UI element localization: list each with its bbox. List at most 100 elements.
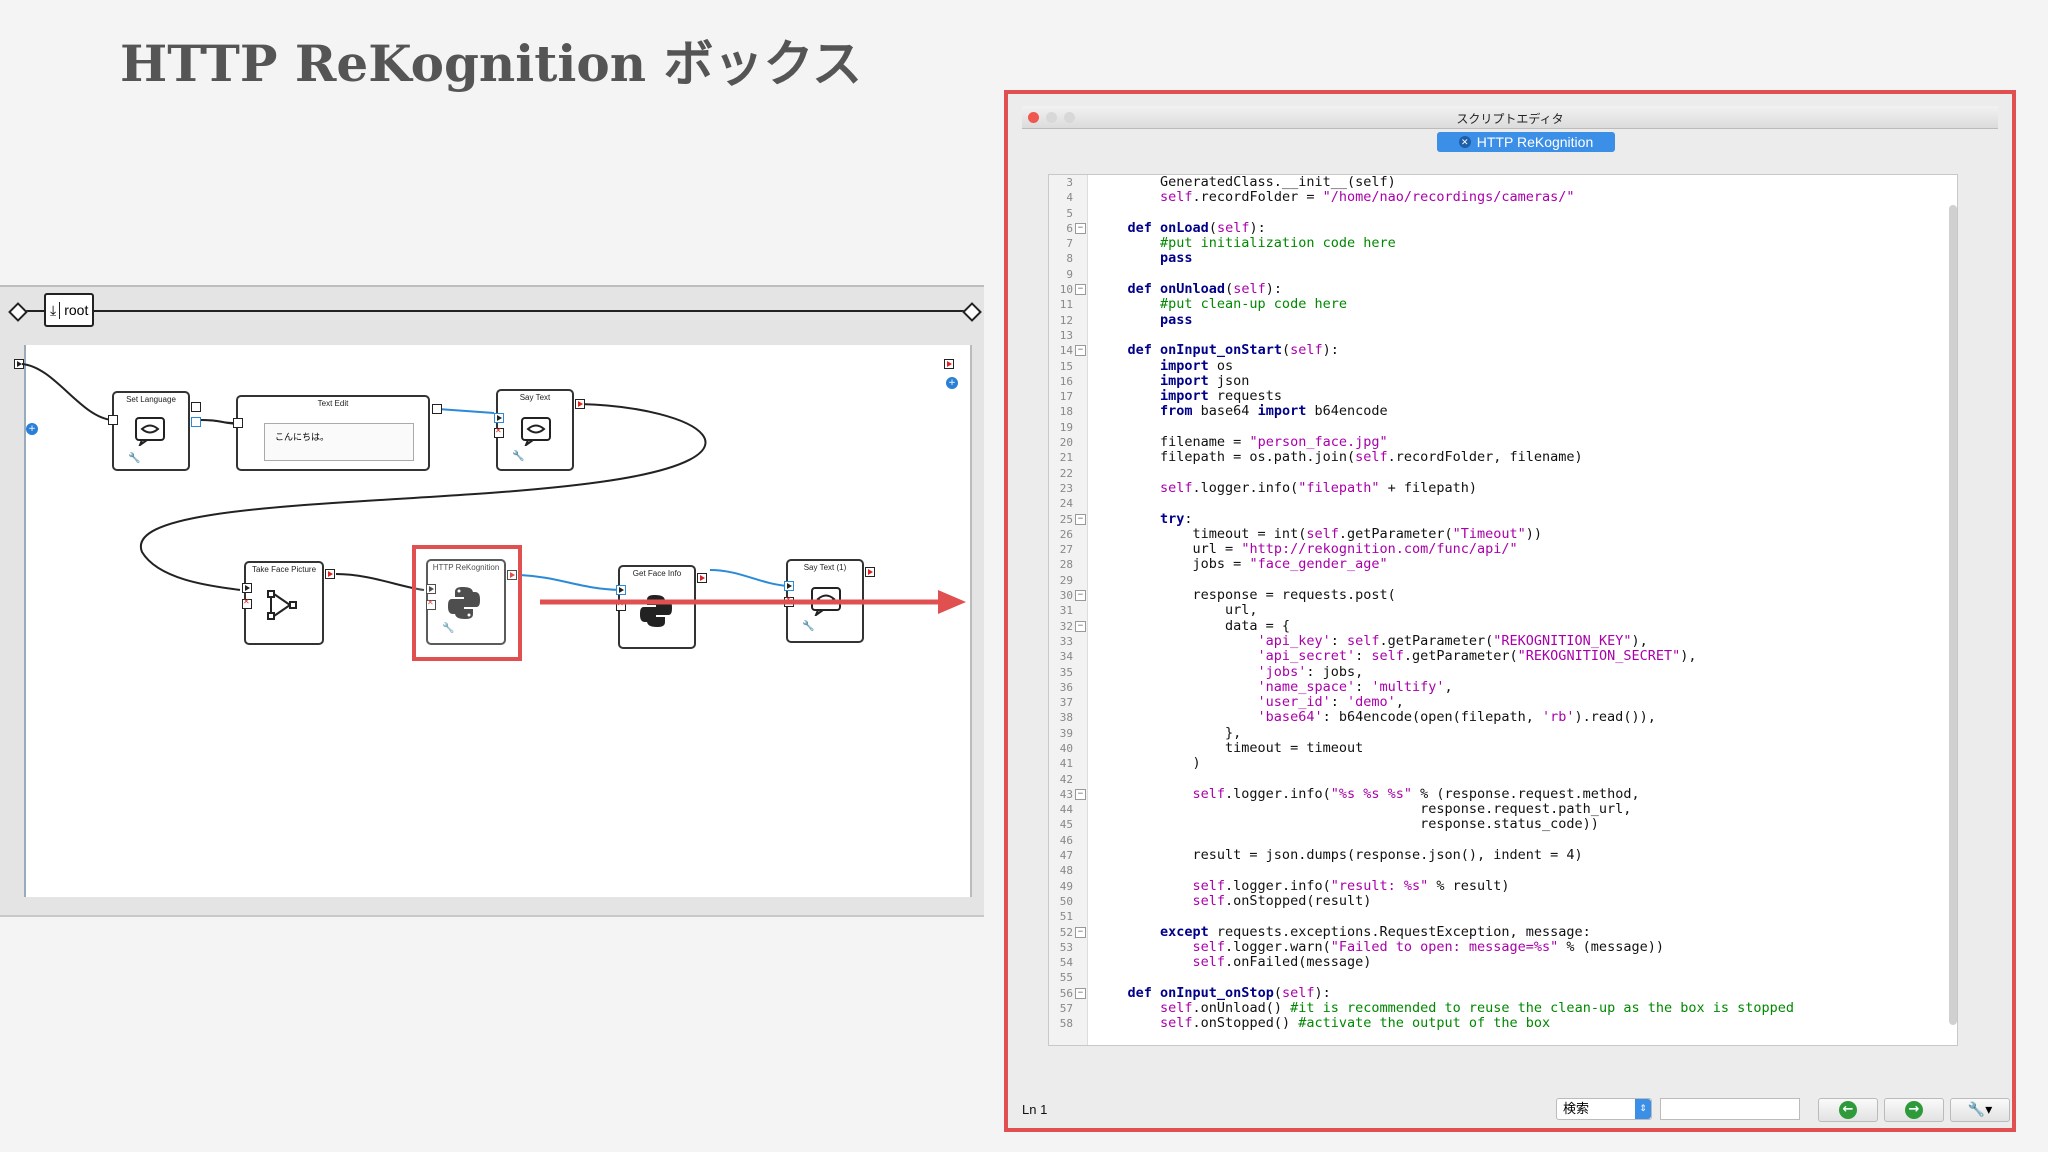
search-input[interactable] (1660, 1098, 1800, 1120)
line-number: 10− (1049, 282, 1087, 297)
line-number: 5 (1066, 206, 1073, 220)
code-line: self.onStopped() #activate the output of… (1095, 1016, 1945, 1031)
wrench-icon[interactable]: 🔧 (128, 453, 141, 464)
fold-toggle-icon[interactable]: − (1075, 620, 1086, 632)
code-line: self.onFailed(message) (1095, 954, 1945, 970)
code-token: .recordFolder = (1192, 189, 1323, 206)
code-line: filename = "person_face.jpg" (1095, 434, 1945, 450)
box-text-edit[interactable]: Text Edit こんにちは。 (236, 395, 430, 471)
code-token: self (1095, 1015, 1193, 1032)
code-token: "face_gender_age" (1249, 556, 1388, 573)
breadcrumb-root[interactable]: ⤓ root (44, 293, 95, 327)
code-line: timeout = int(self.getParameter("Timeout… (1095, 526, 1945, 542)
vertical-scrollbar[interactable] (1949, 205, 1957, 1025)
code-token: : (1330, 694, 1347, 711)
code-line: self.onUnload() #it is recommended to re… (1095, 1000, 1945, 1016)
code-line: try: (1095, 510, 1945, 527)
say-text-1-onstart-port[interactable] (784, 581, 794, 591)
set-language-input-port[interactable] (108, 415, 118, 425)
http-rekognition-output-port[interactable] (507, 570, 517, 580)
say-text-1-output-port[interactable] (865, 567, 875, 577)
code-token: onLoad (1160, 219, 1209, 236)
code-token: self (1095, 877, 1226, 894)
code-line: result = json.dumps(response.json(), ind… (1095, 847, 1945, 863)
tab-http-rekognition[interactable]: ✕ HTTP ReKognition (1437, 132, 1615, 152)
box-http-rekognition[interactable]: HTTP ReKognition 🔧 (426, 559, 506, 645)
line-number: 15 (1059, 359, 1073, 373)
find-next-button[interactable]: → (1884, 1098, 1944, 1122)
set-language-output-port[interactable] (191, 402, 201, 412)
wrench-icon[interactable]: 🔧 (802, 621, 815, 632)
search-mode-select[interactable]: 検索 ⇕ (1556, 1098, 1652, 1120)
fold-toggle-icon[interactable]: − (1075, 222, 1086, 234)
line-number: 44 (1059, 803, 1073, 817)
code-token: pass (1095, 250, 1193, 267)
code-token: : (1184, 510, 1193, 527)
box-set-language[interactable]: Set Language 🔧 (112, 391, 190, 471)
get-face-info-output-port[interactable] (697, 573, 707, 583)
text-edit-input-port[interactable] (233, 418, 243, 428)
take-face-picture-onstart-port[interactable] (242, 583, 252, 593)
zoom-window-button[interactable] (1064, 112, 1075, 123)
take-face-picture-output-port[interactable] (325, 569, 335, 579)
code-token: : b64encode(open(filepath, (1322, 709, 1543, 726)
flow-branch-icon (264, 587, 300, 623)
line-number: 27 (1059, 543, 1073, 557)
code-token: def (1095, 342, 1161, 359)
fold-toggle-icon[interactable]: − (1075, 345, 1086, 357)
line-number: 48 (1059, 864, 1073, 878)
fold-toggle-icon[interactable]: − (1075, 788, 1086, 800)
text-edit-field[interactable]: こんにちは。 (264, 423, 414, 461)
take-face-picture-onstop-port[interactable] (242, 597, 252, 609)
code-line (1095, 328, 1945, 343)
say-text-onstop-port[interactable] (494, 426, 504, 438)
set-language-output-port-2[interactable] (191, 417, 201, 427)
code-token: }, (1095, 724, 1242, 741)
fold-toggle-icon[interactable]: − (1075, 987, 1086, 999)
code-token: try (1095, 510, 1185, 527)
close-window-button[interactable] (1028, 112, 1039, 123)
box-take-face-picture[interactable]: Take Face Picture (244, 561, 324, 645)
say-text-onstart-port[interactable] (494, 413, 504, 423)
close-tab-icon[interactable]: ✕ (1458, 136, 1471, 148)
box-get-face-info[interactable]: Get Face Info (618, 565, 696, 649)
global-add-input-icon[interactable]: + (26, 423, 38, 435)
fold-toggle-icon[interactable]: − (1075, 513, 1086, 525)
fold-toggle-icon[interactable]: − (1075, 284, 1086, 296)
code-line: 'api_secret': self.getParameter("REKOGNI… (1095, 649, 1945, 664)
find-previous-button[interactable]: ← (1818, 1098, 1878, 1122)
code-line: GeneratedClass.__init__(self) (1095, 174, 1945, 190)
code-text[interactable]: GeneratedClass.__init__(self) self .recor… (1095, 174, 1945, 1032)
code-token: requests (1216, 388, 1282, 405)
global-add-output-icon[interactable]: + (946, 377, 958, 389)
box-title: Text Edit (317, 399, 349, 408)
code-line (1095, 206, 1945, 221)
line-number: 31 (1059, 604, 1073, 618)
code-token: onUnload (1160, 281, 1226, 298)
line-number: 32− (1049, 619, 1087, 634)
code-line: import requests (1095, 389, 1945, 404)
say-text-output-port[interactable] (575, 399, 585, 409)
global-onstopped-port[interactable] (944, 359, 954, 369)
line-number: 53 (1059, 940, 1073, 954)
code-line: #put clean-up code here (1095, 297, 1945, 312)
code-token: import (1095, 372, 1217, 389)
fold-toggle-icon[interactable]: − (1075, 590, 1086, 602)
fold-toggle-icon[interactable]: − (1075, 926, 1086, 938)
code-token: : (1355, 648, 1372, 665)
code-line: self.logger.info("%s %s %s" % (response.… (1095, 786, 1945, 802)
line-number: 49 (1059, 879, 1073, 893)
wrench-icon[interactable]: 🔧 (512, 451, 525, 462)
text-edit-output-port[interactable] (432, 404, 442, 414)
line-number: 56− (1049, 986, 1087, 1001)
tools-menu-button[interactable]: 🔧▾ (1950, 1098, 2010, 1122)
http-rekognition-onstop-port[interactable] (426, 598, 436, 610)
status-bar: Ln 1 検索 ⇕ ← → 🔧▾ (1022, 1094, 2010, 1124)
wrench-icon[interactable]: 🔧 (442, 623, 455, 634)
http-rekognition-onstart-port[interactable] (426, 584, 436, 594)
get-face-info-onstart-port[interactable] (616, 585, 626, 595)
box-say-text[interactable]: Say Text 🔧 (496, 389, 574, 471)
code-token: self (1371, 648, 1404, 665)
minimize-window-button[interactable] (1046, 112, 1057, 123)
